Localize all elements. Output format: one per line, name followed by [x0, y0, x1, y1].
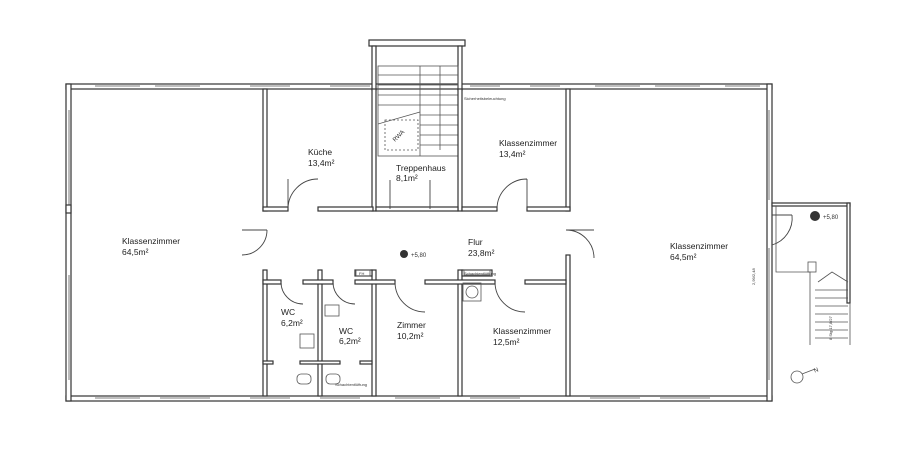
room-name: Klassenzimmer	[499, 138, 557, 148]
room-area: 64,5m²	[670, 252, 697, 262]
room-area: 6,2m²	[281, 318, 303, 328]
level-marker-icon	[400, 250, 408, 258]
interior-walls	[65, 88, 571, 397]
room-area: 8,1m²	[396, 173, 418, 183]
doors	[241, 178, 595, 313]
room-area: 10,2m²	[397, 331, 424, 341]
stair-dims: 8 Stg 17,8/27	[828, 315, 833, 340]
balcony-level: +5,80	[823, 215, 839, 221]
room-area: 13,4m²	[499, 149, 526, 159]
north-arrow-icon: N	[790, 367, 820, 384]
room-name: Klassenzimmer	[122, 236, 180, 246]
fh-label: FH	[359, 271, 364, 276]
balcony: +5,80 8 Stg 17,8/27 2,99/2,48	[751, 202, 851, 345]
rwa-label: RWA	[392, 130, 406, 144]
stair-note: Sicherheitsbeleuchtung	[464, 96, 506, 101]
room-labels: Klassenzimmer 64,5m² Küche 13,4m² Treppe…	[122, 138, 728, 347]
room-name: WC	[281, 307, 295, 317]
room-name: Treppenhaus	[396, 163, 446, 173]
room-name: Küche	[308, 147, 332, 157]
room-area: 23,8m²	[468, 248, 495, 258]
shaft-note: Schachtentlüftung	[464, 271, 496, 276]
north-label: N	[813, 367, 819, 374]
room-area: 6,2m²	[339, 336, 361, 346]
wc-note: Schachtentlüftung	[335, 382, 367, 387]
room-name: Klassenzimmer	[670, 241, 728, 251]
room-name: Flur	[468, 237, 483, 247]
level-marker-icon	[810, 211, 820, 221]
fixtures	[296, 269, 491, 385]
door-dims: 2,99/2,48	[751, 268, 756, 285]
room-area: 64,5m²	[122, 247, 149, 257]
room-area: 13,4m²	[308, 158, 335, 168]
room-name: Zimmer	[397, 320, 426, 330]
stair-tower: RWA Sicherheitsbeleuchtung	[368, 39, 506, 157]
outer-walls	[65, 83, 773, 402]
flur-level: +5,80	[411, 253, 427, 259]
room-name: Klassenzimmer	[493, 326, 551, 336]
room-area: 12,5m²	[493, 337, 520, 347]
room-name: WC	[339, 326, 353, 336]
